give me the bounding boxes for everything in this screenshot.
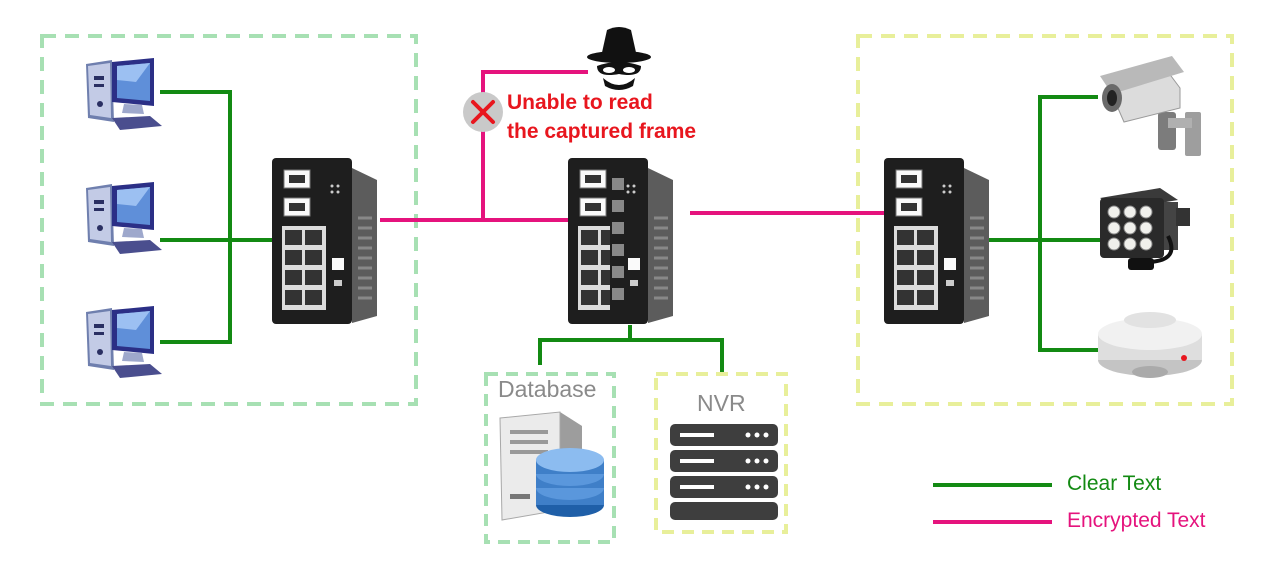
pc-3-icon <box>86 306 162 378</box>
legend-clear-label: Clear Text <box>1067 472 1162 495</box>
encrypted-links <box>380 70 885 222</box>
pc-1-icon <box>86 58 162 130</box>
hacker-icon <box>587 27 651 90</box>
warning-label: Unable to read the captured frame <box>507 88 696 146</box>
ir-illuminator-icon <box>1100 188 1190 270</box>
warning-line-2: the captured frame <box>507 120 697 143</box>
smoke-detector-icon <box>1098 312 1202 378</box>
database-label: Database <box>498 376 597 402</box>
warning-line-1: Unable to read <box>507 91 653 114</box>
left-switch-icon <box>270 156 379 326</box>
nvr-icon <box>670 424 778 520</box>
right-switch-icon <box>882 156 991 326</box>
legend-encrypted-label: Encrypted Text <box>1067 509 1206 532</box>
nvr-label: NVR <box>697 390 746 416</box>
nvr-group-border <box>654 372 788 534</box>
pc-2-icon <box>86 182 162 254</box>
blocked-x-icon <box>463 92 503 132</box>
cctv-camera-icon <box>1100 56 1201 156</box>
database-group-border <box>484 372 616 544</box>
database-server-icon <box>499 411 604 521</box>
clear-text-links <box>160 90 1100 372</box>
sensor-group-border <box>856 34 1234 406</box>
core-switch-icon <box>566 156 675 326</box>
